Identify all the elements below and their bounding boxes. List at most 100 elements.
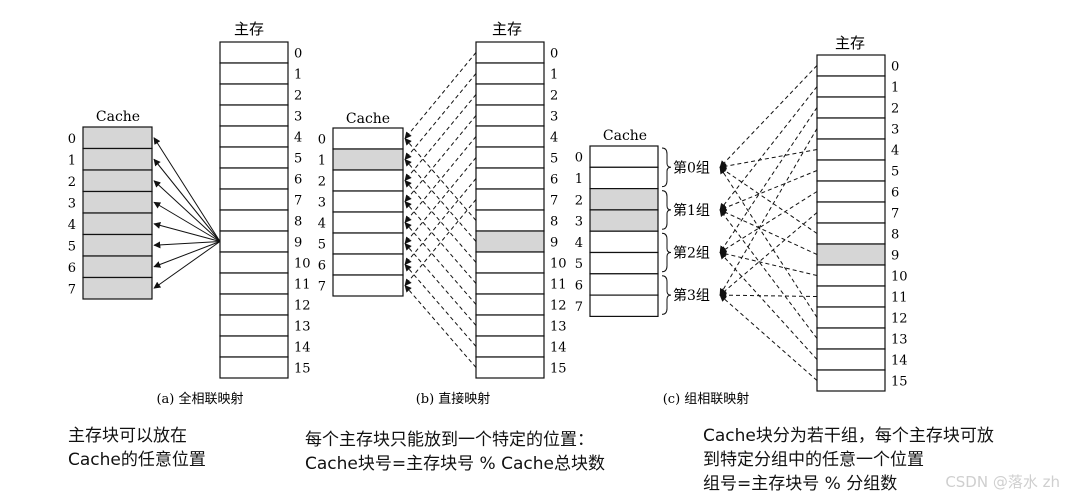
panel-a-arrow-to-cache-2 [153, 180, 221, 242]
panel-c-main-block-11 [816, 285, 886, 308]
panel-c-description: Cache块分为若干组，每个主存块可放 到特定分组中的任意一个位置 组号=主存块… [703, 424, 994, 496]
panel-a-main-index-label-11: 11 [294, 278, 311, 293]
panel-c-main-index-label-10: 10 [891, 270, 908, 285]
panel-a-cache-index-label-0: 0 [68, 132, 76, 147]
panel-a-description: 主存块可以放在 Cache的任意位置 [68, 424, 206, 472]
panel-b-cache-block-4 [332, 211, 404, 234]
panel-a-main-block-8 [219, 209, 289, 232]
panel-b-main-index-label-12: 12 [550, 299, 567, 314]
panel-b-main-block-3 [475, 104, 545, 127]
panel-a-arrow-to-cache-5 [153, 241, 221, 249]
panel-c-arrow-from-main-8 [719, 166, 818, 234]
panel-a-main-block-10 [219, 251, 289, 274]
panel-c-arrow-from-main-10 [719, 250, 818, 276]
panel-c-group-label-2: 第2组 [673, 245, 710, 262]
panel-c-main-index-label-4: 4 [891, 144, 899, 159]
panel-b-arrow-from-main-4 [404, 136, 477, 224]
panel-c-arrow-from-main-7 [719, 212, 818, 296]
panel-c-caption: (c) 组相联映射 [663, 391, 750, 407]
panel-b-cache-index-label-2: 2 [318, 175, 326, 190]
panel-c-cache-label: Cache [603, 128, 647, 144]
panel-b-arrow-from-main-9 [404, 158, 477, 242]
panel-b-main-block-1 [475, 62, 545, 85]
panel-c-main-index-label-13: 13 [891, 333, 908, 348]
panel-b-main-index-label-11: 11 [550, 278, 567, 293]
panel-a-cache-index-label-3: 3 [68, 196, 76, 211]
panel-b-arrow-from-main-3 [404, 115, 477, 203]
panel-a-main-index-label-6: 6 [294, 173, 302, 188]
panel-b-cache-block-7 [332, 274, 404, 297]
panel-c-description-line-1: Cache块分为若干组，每个主存块可放 [703, 426, 994, 446]
panel-b-main-block-9 [475, 230, 545, 253]
panel-b-arrow-from-main-11 [404, 200, 477, 284]
panel-a-main-index-label-1: 1 [294, 68, 302, 83]
panel-b-arrow-from-main-14 [404, 263, 477, 347]
panel-b-main-index-label-13: 13 [550, 320, 567, 335]
panel-b-main-block-5 [475, 146, 545, 169]
panel-c-main-index-label-14: 14 [891, 354, 908, 369]
panel-c-cache-block-6 [589, 273, 659, 296]
panel-c-main-index-label-7: 7 [891, 207, 899, 222]
panel-b-arrow-from-main-10 [404, 179, 477, 263]
panel-b-arrow-from-main-5 [404, 157, 477, 245]
panel-b-arrow-from-main-15 [404, 284, 477, 368]
panel-b-main-index-label-3: 3 [550, 110, 558, 125]
panel-b-cache-index-label-4: 4 [318, 217, 326, 232]
panel-a-main-block-6 [219, 167, 289, 190]
panel-c-arrow-from-main-5 [719, 170, 818, 211]
panel-c-main-block-3 [816, 117, 886, 140]
panel-b-main-block-2 [475, 83, 545, 106]
panel-a-main-index-label-14: 14 [294, 341, 311, 356]
panel-b-main-block-14 [475, 335, 545, 358]
panel-a-main-label: 主存 [234, 20, 264, 38]
panel-c-main-index-label-1: 1 [891, 81, 899, 96]
panel-a-arrow-to-cache-7 [153, 241, 221, 289]
panel-b-main-block-4 [475, 125, 545, 148]
panel-b-main-block-13 [475, 314, 545, 337]
panel-c-main-index-label-15: 15 [891, 375, 908, 390]
panel-c-main-block-0 [816, 54, 886, 77]
panel-c-cache-index-label-5: 5 [575, 257, 583, 272]
panel-c-cache-index-label-2: 2 [575, 193, 583, 208]
panel-a-cache-block-7 [82, 276, 153, 300]
panel-b-cache-index-label-1: 1 [318, 154, 326, 169]
panel-a-main-block-12 [219, 293, 289, 316]
watermark: CSDN @落水 zh [945, 473, 1060, 491]
panel-a-main-index-label-5: 5 [294, 152, 302, 167]
panel-c-group-brace-0 [661, 147, 672, 188]
panel-c-cache-block-7 [589, 294, 659, 318]
panel-a-main-block-0 [219, 41, 289, 64]
panel-c-group-label-3: 第3组 [673, 287, 710, 304]
panel-a-cache-label: Cache [96, 109, 140, 125]
panel-a-main-block-3 [219, 104, 289, 127]
panel-b-main-index-label-14: 14 [550, 341, 567, 356]
panel-a-cache-index-label-5: 5 [68, 239, 76, 254]
panel-a-arrow-to-cache-1 [153, 158, 221, 242]
panel-a-cache-index-label-7: 7 [68, 282, 76, 297]
panel-b-description-line-1: 每个主存块只能放到一个特定的位置： [305, 430, 594, 450]
panel-b-mapping-arrows [404, 52, 477, 368]
panel-b-arrow-from-main-0 [404, 52, 477, 140]
panel-c-main-block-8 [816, 222, 886, 245]
panel-b-cache-index-label-0: 0 [318, 133, 326, 148]
panel-c-main-index-label-12: 12 [891, 312, 908, 327]
panel-c-cache-index-label-6: 6 [575, 278, 583, 293]
panel-a-main-block-2 [219, 83, 289, 106]
panel-b-cache-block-3 [332, 190, 404, 213]
panel-c-description-line-3: 组号=主存块号 % 分组数 [703, 474, 898, 494]
panel-a-cache-block-0 [82, 126, 153, 150]
panel-c-cache-block-0 [589, 145, 659, 168]
panel-b-main-index-label-5: 5 [550, 152, 558, 167]
panel-c-group-label-0: 第0组 [673, 159, 710, 176]
panel-b-main-index-label-10: 10 [550, 257, 567, 272]
panel-c-main-block-4 [816, 138, 886, 161]
panel-a-cache-block-5 [82, 233, 153, 257]
panel-c-group-brace-2 [661, 232, 672, 273]
panel-b-caption: (b) 直接映射 [416, 391, 491, 407]
